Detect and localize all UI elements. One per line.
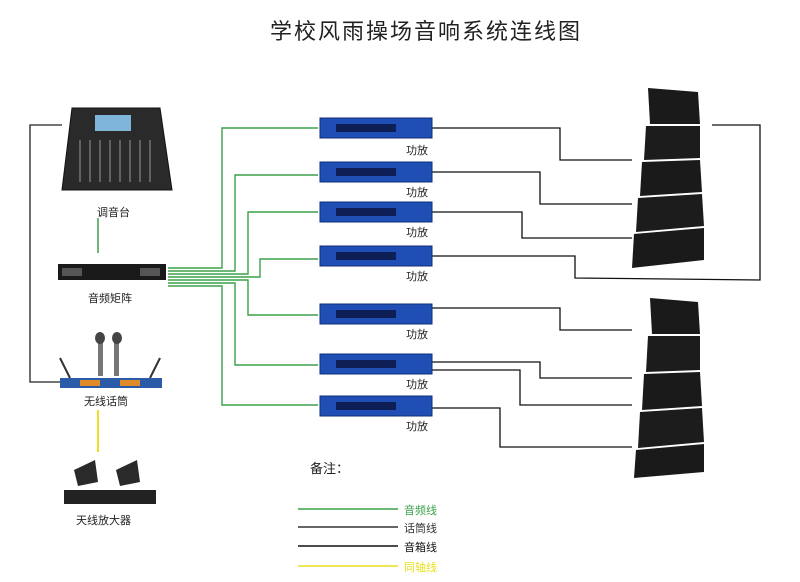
amp-label-1: 功放 [406,144,428,157]
amp-label-3: 功放 [406,226,428,239]
amp-label-2: 功放 [406,186,428,199]
amp-5 [319,303,433,325]
legend-title: 备注： [310,462,350,477]
amplifiers [319,117,433,417]
diagram-title: 学校风雨操场音响系统连线图 [270,20,583,45]
legend-lines [298,508,398,567]
legend-speaker-line: 音箱线 [404,541,437,554]
legend-coax-line: 同轴线 [404,561,437,574]
amp-7 [319,395,433,417]
audio-lines [168,127,318,406]
amp-2 [319,161,433,183]
amp-1 [319,117,433,139]
mixer-mic-link [29,124,62,383]
amp-label-7: 功放 [406,420,428,433]
legend-audio-line: 音频线 [404,504,437,517]
antenna-label: 天线放大器 [76,514,131,527]
speaker-array-top [632,88,704,268]
amp-label-5: 功放 [406,328,428,341]
amp-label-4: 功放 [406,270,428,283]
mic-label: 无线话筒 [84,395,128,408]
matrix-label: 音频矩阵 [88,292,132,305]
mixer-label: 调音台 [97,206,130,219]
speaker-array-bottom [634,298,704,478]
amp-6 [319,353,433,375]
amp-3 [319,201,433,223]
audio-matrix-device [58,264,166,280]
legend-mic-line: 话筒线 [404,522,437,535]
amp-4 [319,245,433,267]
antenna-amplifier-device [64,460,156,504]
mixer-device [61,107,173,191]
speaker-lines [432,124,761,448]
amp-label-6: 功放 [406,378,428,391]
wireless-mic-device [59,332,162,388]
